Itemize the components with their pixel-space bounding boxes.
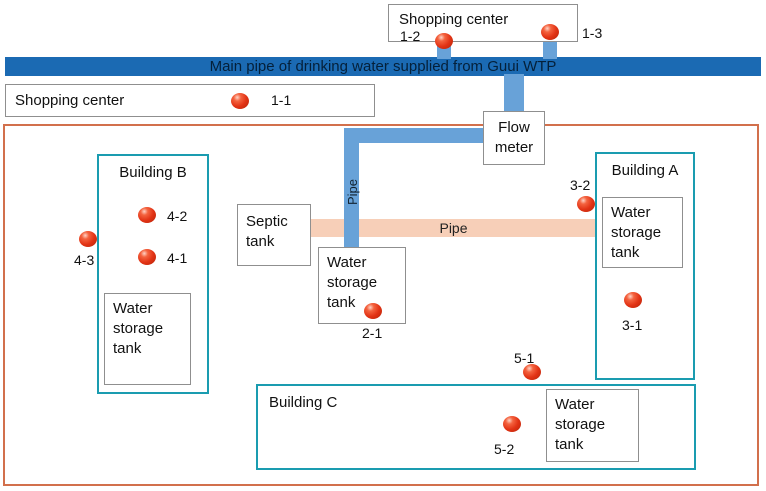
building-b-title: Building B: [119, 164, 187, 181]
sampling-point-2-1-marker: [364, 303, 382, 319]
building-c-water-storage-tank-label: Water storage tank: [555, 396, 606, 453]
horizontal-distribution-pipe: Pipe: [310, 219, 597, 237]
vertical-supply-pipe: [344, 128, 359, 252]
shopping-center-left-title: Shopping center: [15, 91, 125, 109]
sampling-point-4-3-marker: [79, 231, 97, 247]
sampling-point-5-1-label: 5-1: [514, 350, 535, 366]
septic-tank-label: Septic tank: [246, 213, 288, 250]
sampling-point-3-2-marker: [577, 196, 595, 212]
site-boundary-rect: [3, 124, 759, 486]
flow-meter-pipe-stub: [504, 74, 524, 114]
sampling-point-1-3-marker: [541, 24, 559, 40]
building-a-title: Building A: [611, 162, 679, 179]
horizontal-pipe-label: Pipe: [439, 220, 468, 236]
sampling-point-4-2-marker: [138, 207, 156, 223]
sampling-point-1-3-label: 1-3: [582, 25, 603, 41]
sampling-point-4-1-marker: [138, 249, 156, 265]
main-water-pipe: Main pipe of drinking water supplied fro…: [5, 57, 761, 76]
shopping-center-left-box: Shopping center: [5, 84, 375, 117]
building-a-water-storage-tank-label: Water storage tank: [611, 204, 662, 261]
water-storage-tank-2-label: Water storage tank: [327, 254, 378, 311]
septic-tank-box: Septic tank: [237, 204, 311, 266]
sampling-point-1-1-label: 1-1: [271, 92, 292, 108]
main-pipe-label: Main pipe of drinking water supplied fro…: [209, 58, 557, 75]
building-b-water-storage-tank-label: Water storage tank: [113, 300, 164, 357]
building-b-outline: Building B: [97, 154, 209, 394]
water-storage-tank-2-box: Water storage tank: [318, 247, 406, 324]
flow-meter-label: Flow meter: [494, 119, 534, 156]
building-c-outline: Building C: [256, 384, 696, 470]
sampling-point-4-3-label: 4-3: [74, 252, 95, 268]
sampling-point-3-1-label: 3-1: [622, 317, 643, 333]
sampling-point-5-1-marker: [523, 364, 541, 380]
building-c-water-storage-tank-box: Water storage tank: [546, 389, 639, 462]
vertical-pipe-label: Pipe: [344, 178, 360, 206]
sampling-point-5-2-marker: [503, 416, 521, 432]
flow-meter-box: Flow meter: [483, 111, 545, 165]
building-b-water-storage-tank-box: Water storage tank: [104, 293, 191, 385]
sampling-point-3-1-marker: [624, 292, 642, 308]
sampling-point-4-1-label: 4-1: [167, 250, 188, 266]
sampling-point-5-2-label: 5-2: [494, 441, 515, 457]
building-a-outline: Building A: [595, 152, 695, 380]
sampling-point-2-1-label: 2-1: [362, 325, 383, 341]
sampling-point-1-1-marker: [231, 93, 249, 109]
sampling-point-1-2-label: 1-2: [400, 28, 421, 44]
shopping-center-top-title: Shopping center: [399, 11, 509, 28]
building-a-water-storage-tank-box: Water storage tank: [602, 197, 683, 268]
building-c-title: Building C: [269, 394, 338, 411]
sampling-point-3-2-label: 3-2: [570, 177, 591, 193]
sampling-point-4-2-label: 4-2: [167, 208, 188, 224]
sampling-point-1-2-marker: [435, 33, 453, 49]
flow-meter-branch-pipe: [344, 128, 504, 143]
